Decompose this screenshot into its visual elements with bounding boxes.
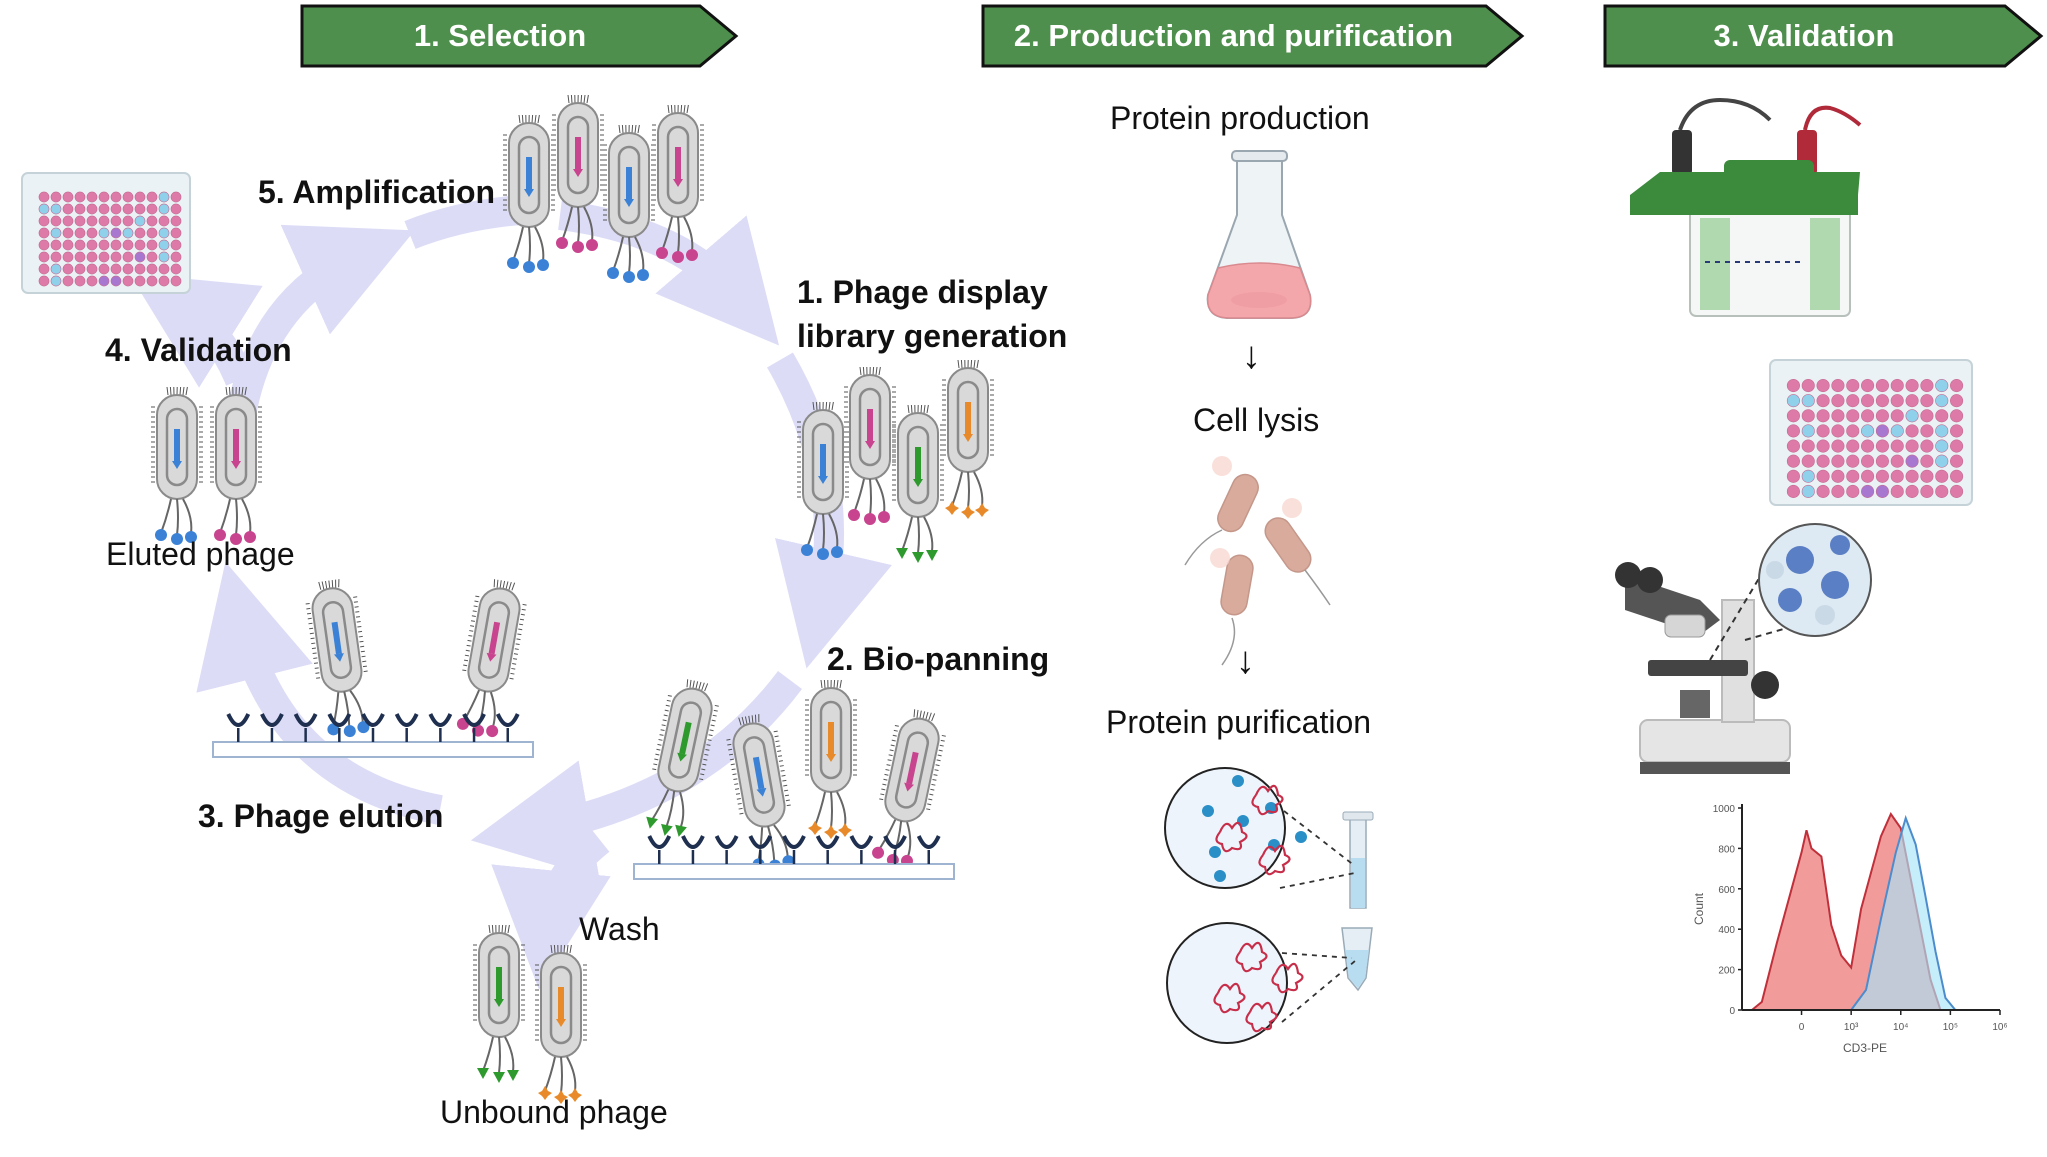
phage-blue [726, 714, 795, 872]
down-arrow-icon: ↓ [1242, 335, 1261, 377]
phage-green [473, 924, 525, 1083]
phage-blue [503, 114, 555, 273]
cell-lysis-label: Cell lysis [1193, 402, 1320, 438]
y-tick-label: 1000 [1713, 804, 1736, 815]
cycle-arrow-plate-branch [129, 273, 263, 388]
y-tick-label: 800 [1718, 844, 1735, 855]
banner-arrow-shape [300, 4, 739, 68]
phage-magenta [210, 386, 262, 545]
y-tick-label: 400 [1718, 925, 1735, 936]
unbound-phage-label: Unbound phage [440, 1094, 668, 1130]
antibody-surface [212, 713, 534, 758]
histogram-series-stained [1849, 814, 1958, 1011]
phage-green [646, 679, 719, 837]
phage-blue [305, 579, 370, 738]
phage-orange [942, 359, 994, 519]
protein-purification-label: Protein purification [1106, 704, 1372, 740]
banner-production: 2. Production and purification [981, 4, 1526, 68]
banner-validation: 3. Validation [1603, 4, 2045, 68]
y-tick-label: 200 [1718, 966, 1735, 977]
x-tick-label: 0 [1799, 1022, 1805, 1033]
banner-selection: 1. Selection [300, 4, 740, 68]
x-tick-label: 10⁶ [1992, 1022, 2007, 1033]
phage-orange [805, 679, 857, 839]
y-tick-label: 600 [1718, 885, 1735, 896]
cycle-arrow-wash [491, 828, 611, 990]
cycle-arrow-top [404, 195, 522, 249]
eluted-phage-label: Eluted phage [106, 536, 295, 572]
phage-magenta [552, 94, 604, 253]
step-library-label-line1: 1. Phage display [797, 274, 1048, 310]
x-axis-label: CD3-PE [1843, 1041, 1887, 1055]
phage-orange [535, 944, 587, 1104]
step-amplification-label: 5. Amplification [258, 174, 496, 210]
phage-magenta [844, 366, 896, 525]
banner-arrow-shape [1603, 4, 2044, 68]
step-elution-label: 3. Phage elution [198, 798, 444, 834]
wash-label: Wash [579, 911, 660, 947]
phage-magenta [872, 709, 946, 867]
x-tick-label: 10⁴ [1893, 1022, 1908, 1033]
banner-title: 3. Validation [1713, 18, 1895, 53]
antibody-surface [633, 835, 955, 880]
phage-blue [151, 386, 203, 545]
down-arrow-icon: ↓ [1236, 640, 1255, 682]
y-axis-label: Count [1692, 892, 1706, 925]
phage-illustrations [151, 94, 994, 1104]
banner-arrow-shape [981, 4, 1525, 68]
banner-title: 1. Selection [413, 18, 587, 53]
cycle-arrow-validation-to-amplification [225, 224, 415, 423]
x-tick-label: 10³ [1844, 1022, 1859, 1033]
step-validation-label: 4. Validation [105, 332, 292, 368]
step-library-label-line2: library generation [797, 318, 1068, 354]
step-biopanning-label: 2. Bio-panning [827, 641, 1050, 677]
phage-magenta [652, 104, 704, 263]
x-tick-label: 10⁵ [1943, 1022, 1958, 1033]
y-tick-label: 0 [1729, 1006, 1735, 1017]
banner-title: 2. Production and purification [1013, 18, 1454, 53]
phage-green [892, 404, 944, 563]
protein-production-label: Protein production [1110, 100, 1370, 136]
